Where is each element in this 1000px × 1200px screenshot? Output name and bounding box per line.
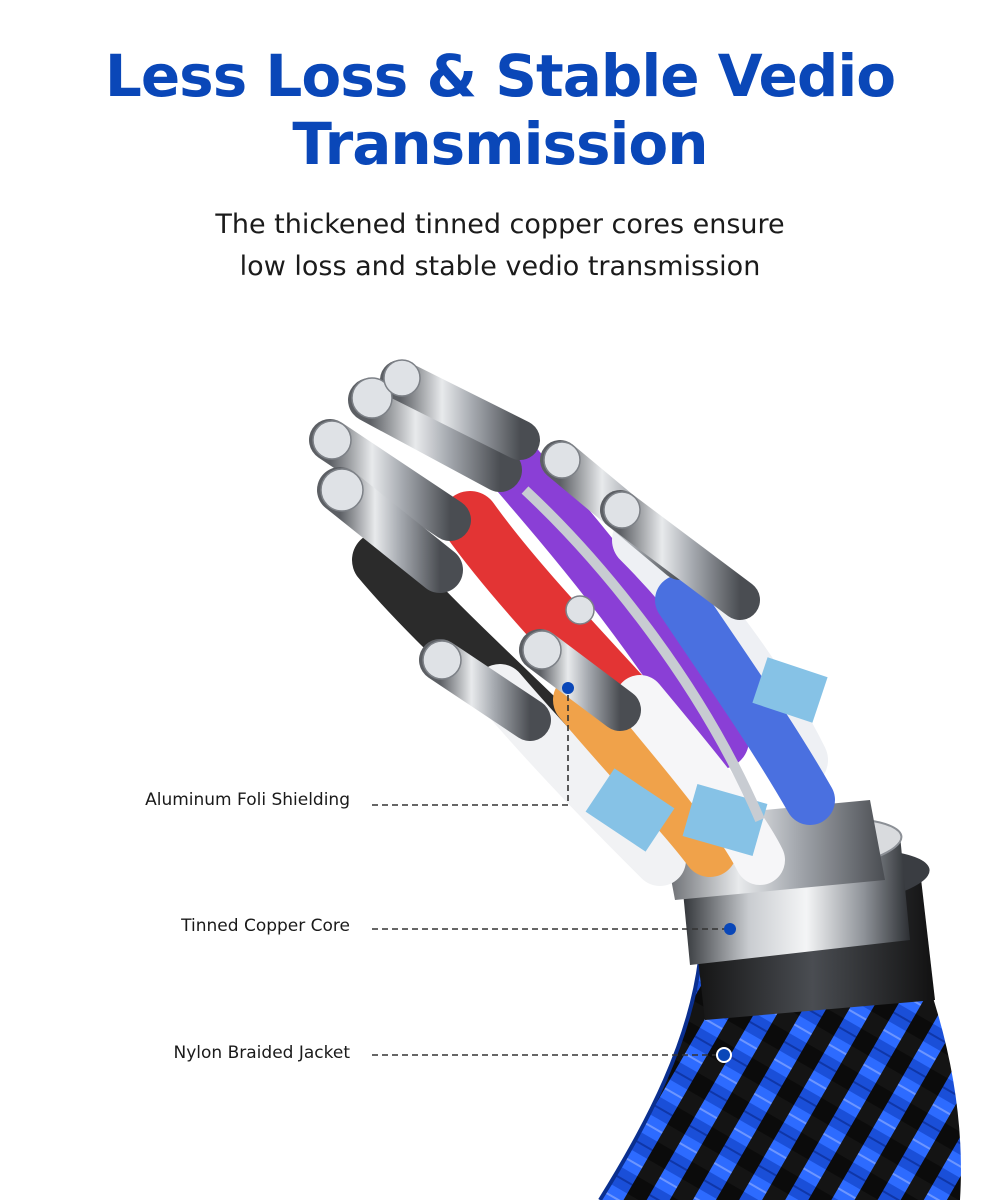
title-line-2: Transmission (292, 110, 708, 178)
callout-dot-copper (724, 923, 736, 935)
callout-line-aluminum (372, 690, 569, 806)
callout-label-copper: Tinned Copper Core (181, 916, 350, 936)
callout-lines (372, 690, 728, 1056)
callout-dot-nylon (716, 1047, 732, 1063)
page-title: Less Loss & Stable Vedio Transmission (0, 42, 1000, 178)
title-line-1: Less Loss & Stable Vedio (104, 42, 896, 110)
conductor-strands (309, 359, 760, 741)
braided-jacket (598, 959, 961, 1200)
callout-dots (562, 682, 736, 1063)
callout-label-nylon: Nylon Braided Jacket (173, 1043, 350, 1063)
page-subtitle: The thickened tinned copper cores ensure… (0, 204, 1000, 288)
subtitle-line-1: The thickened tinned copper cores ensure (215, 209, 785, 240)
callout-dot-aluminum (562, 682, 574, 694)
subtitle-line-2: low loss and stable vedio transmission (239, 251, 761, 282)
callout-label-aluminum: Aluminum Foli Shielding (145, 790, 350, 810)
